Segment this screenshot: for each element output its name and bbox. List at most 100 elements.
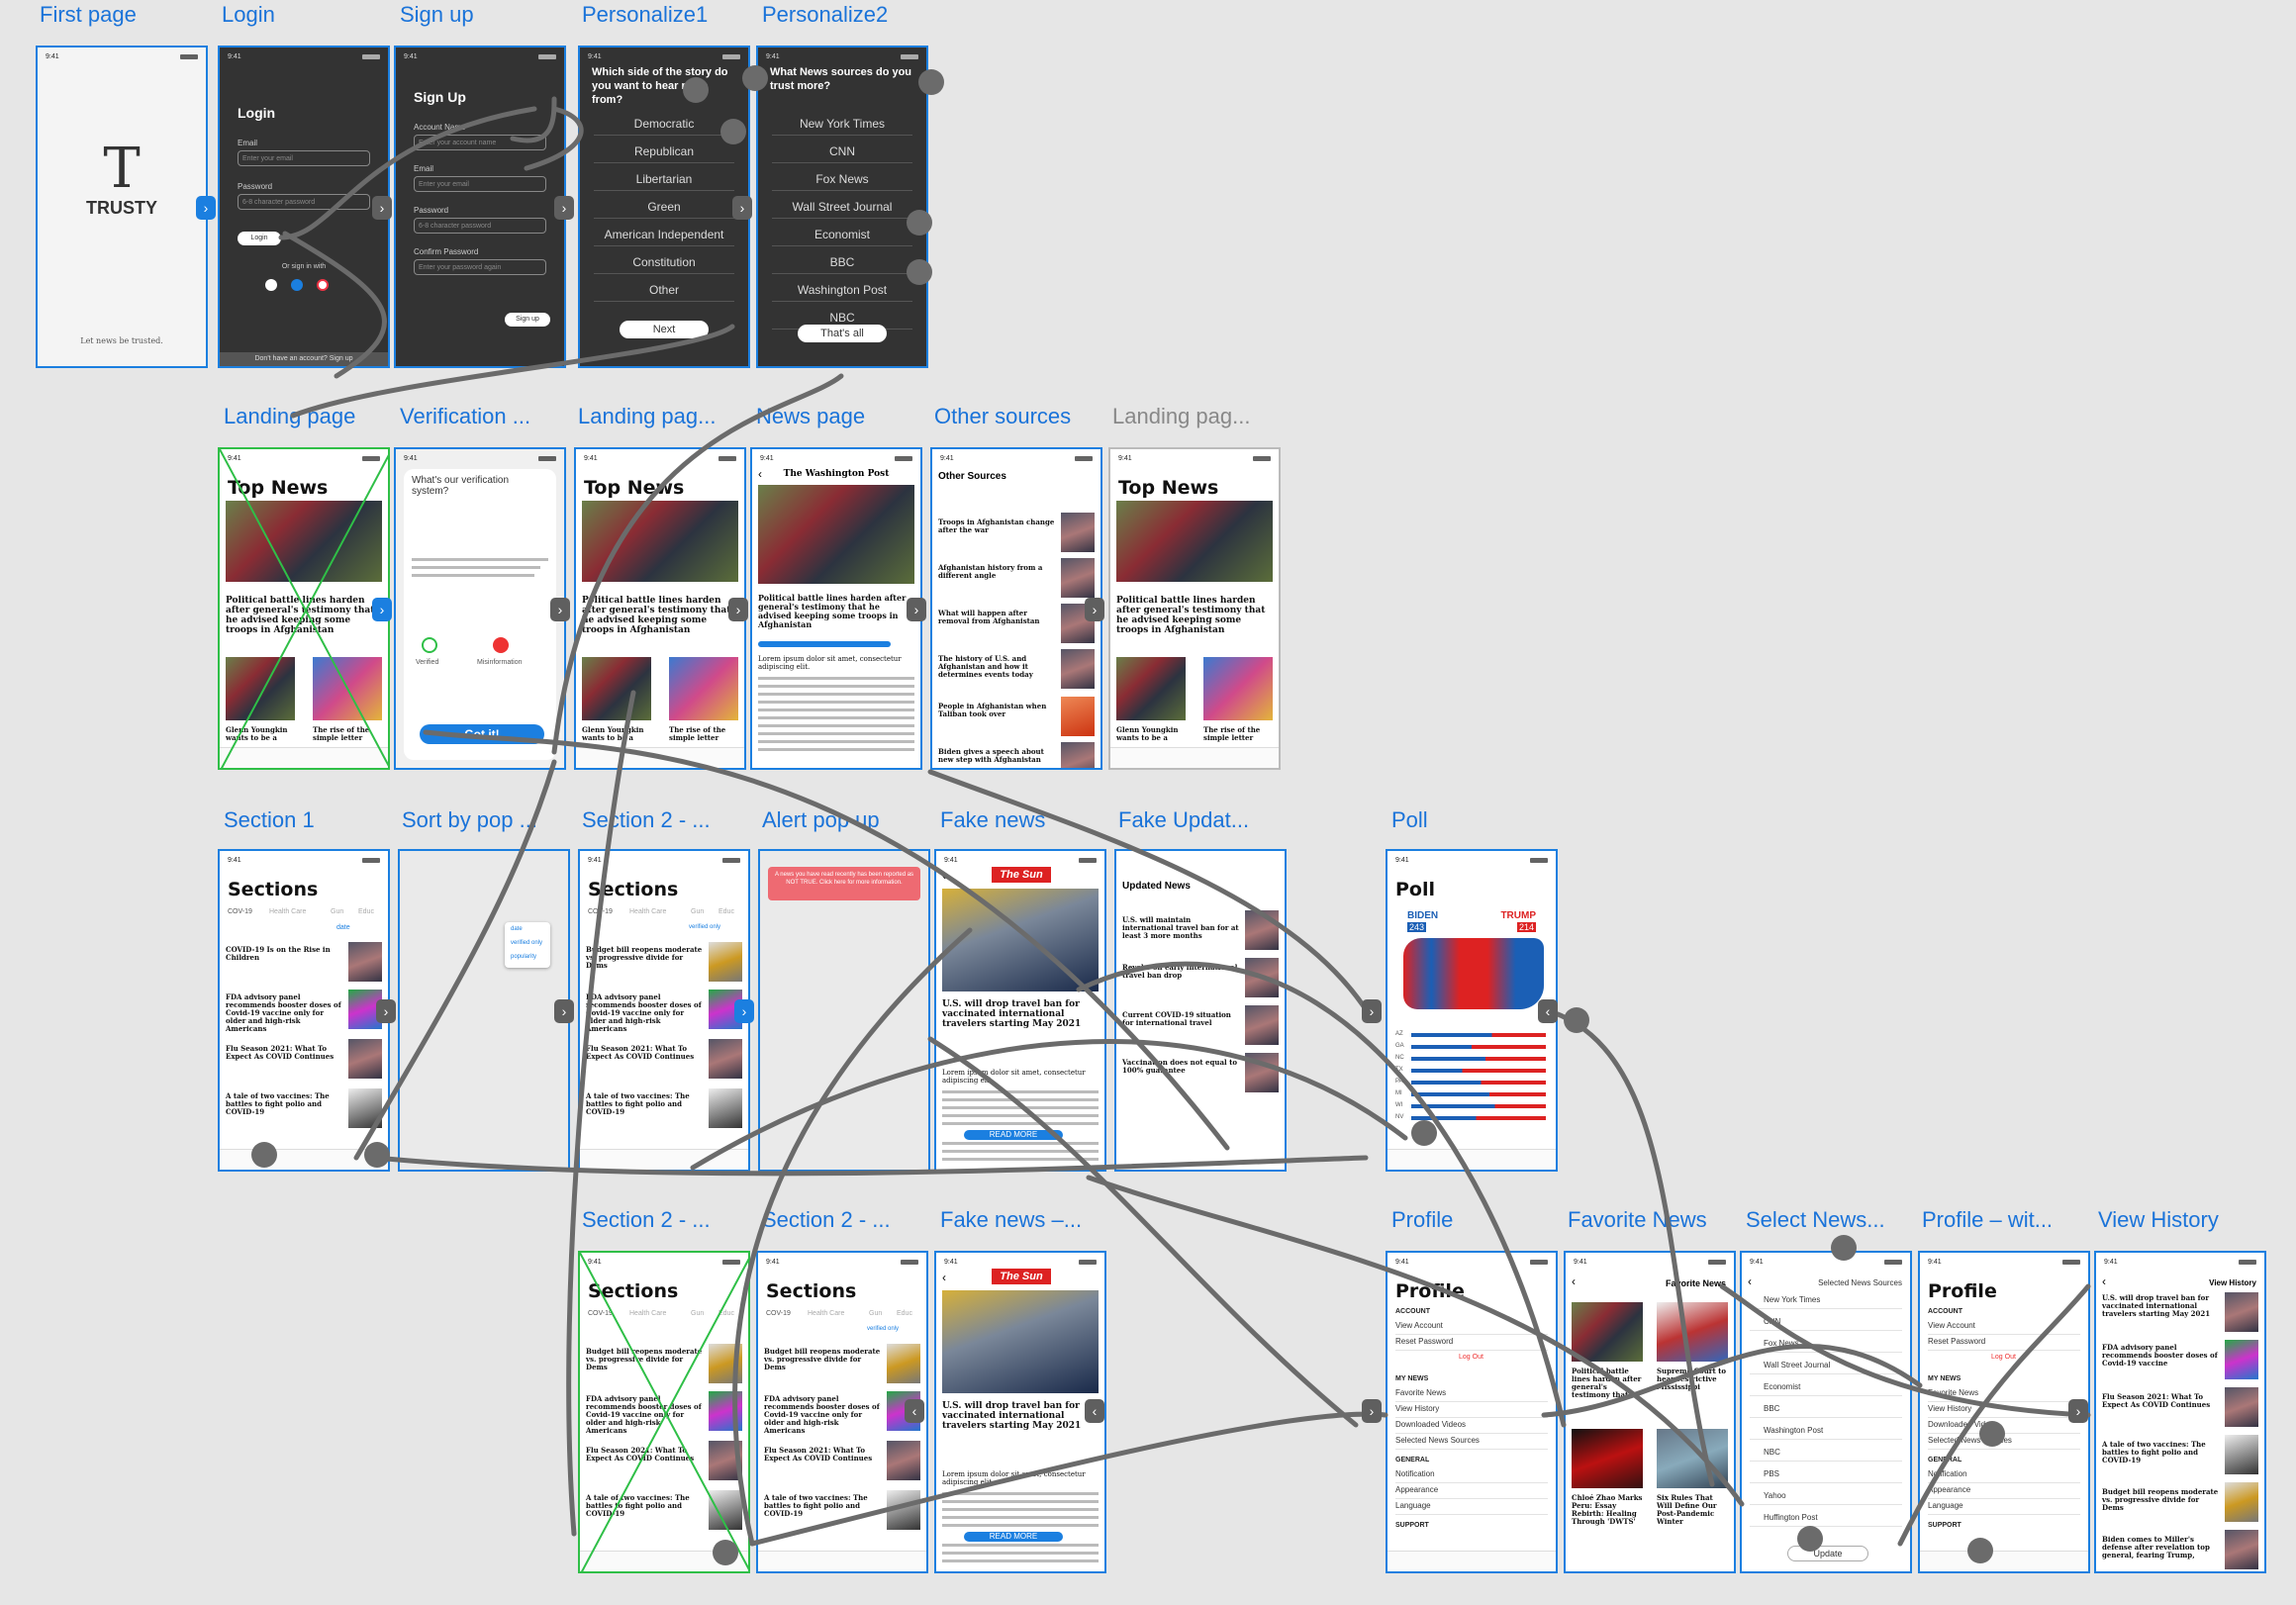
label-alert[interactable]: Alert pop up [762, 807, 880, 832]
tab-bar[interactable] [580, 1551, 748, 1571]
us-map[interactable] [1403, 938, 1544, 1009]
back-icon[interactable]: ‹ [942, 1271, 946, 1284]
back-icon[interactable]: ‹ [2102, 1275, 2106, 1288]
label-selsrc[interactable]: Select News... [1746, 1207, 1885, 1232]
list-item[interactable]: U.S. will maintain international travel … [1122, 915, 1239, 940]
history-item[interactable]: Biden comes to Miller's defense after re… [2102, 1535, 2210, 1559]
profile-row[interactable]: Appearance [1928, 1482, 2080, 1499]
frame-signup[interactable]: 9:41 Sign Up Account Name Enter your acc… [394, 46, 566, 368]
email-field[interactable]: Enter your email [414, 176, 546, 192]
connector-handle[interactable] [1967, 1538, 1993, 1563]
fav-image[interactable] [1657, 1429, 1728, 1488]
tab-bar[interactable] [220, 1149, 388, 1170]
profile-row[interactable]: Reset Password [1395, 1334, 1548, 1351]
source-row[interactable]: Yahoo [1750, 1488, 1902, 1505]
sort-option[interactable]: popularity [511, 954, 537, 960]
frame-fake-news[interactable]: 9:41 ‹ The Sun U.S. will drop travel ban… [934, 849, 1106, 1172]
source-row[interactable]: Fox News [1750, 1336, 1902, 1353]
hero-image[interactable] [758, 485, 914, 584]
source-row[interactable]: CNN [1750, 1314, 1902, 1331]
option-item[interactable]: Washington Post [772, 279, 912, 302]
list-item[interactable]: Flu Season 2021: What To Expect As COVID… [226, 1044, 335, 1061]
frame-login[interactable]: 9:41 Login Email Enter your email Passwo… [218, 46, 390, 368]
frame-poll[interactable]: 9:41 Poll BIDEN TRUMP 243 214 AZ GA NC T… [1386, 849, 1558, 1172]
profile-row[interactable]: View History [1928, 1401, 2080, 1418]
profile-row[interactable]: Language [1395, 1498, 1548, 1515]
fav-headline[interactable]: Supreme Court to hear restrictive Missis… [1657, 1367, 1727, 1391]
label-landing3[interactable]: Landing pag... [1112, 404, 1251, 428]
label-login[interactable]: Login [222, 2, 275, 27]
frame-fake-news-2[interactable]: 9:41 ‹ The Sun U.S. will drop travel ban… [934, 1251, 1106, 1573]
sort-dropdown[interactable]: date [336, 924, 350, 931]
frame-personalize1[interactable]: 9:41 Which side of the story do you want… [578, 46, 750, 368]
connector-handle[interactable] [907, 210, 932, 236]
fav-headline[interactable]: Political battle lines harden after gene… [1572, 1367, 1642, 1399]
profile-row[interactable]: Appearance [1395, 1482, 1548, 1499]
option-item[interactable]: Economist [772, 224, 912, 246]
frame-section1[interactable]: 9:41 Sections COV-19 Health Care Gun Edu… [218, 849, 390, 1172]
tab-educ[interactable]: Educ [358, 908, 374, 915]
tab-health[interactable]: Health Care [269, 908, 307, 915]
email-field[interactable]: Enter your email [238, 150, 370, 166]
list-item[interactable]: Budget bill reopens moderate vs. progres… [586, 945, 703, 970]
frame-favorite-news[interactable]: 9:41 ‹ Favorite News Political battle li… [1564, 1251, 1736, 1573]
profile-row[interactable]: Language [1928, 1498, 2080, 1515]
flow-arrow[interactable]: › [554, 196, 574, 220]
flow-arrow[interactable]: › [1085, 598, 1104, 621]
frame-landing3[interactable]: 9:41 Top News Political battle lines har… [1108, 447, 1281, 770]
tab-bar[interactable] [580, 1149, 748, 1170]
sub-headline[interactable]: The rise of the simple letter [1203, 725, 1261, 742]
state-poll-bar[interactable] [1411, 1069, 1546, 1073]
label-sortpop[interactable]: Sort by pop ... [402, 807, 537, 832]
source-row[interactable]: NBC [1750, 1445, 1902, 1462]
signup-button[interactable]: Sign up [505, 313, 550, 327]
option-item[interactable]: Green [594, 196, 734, 219]
option-item[interactable]: Other [594, 279, 734, 302]
flow-arrow[interactable]: › [196, 196, 216, 220]
list-item[interactable]: A tale of two vaccines: The battles to f… [226, 1091, 330, 1116]
option-item[interactable]: BBC [772, 251, 912, 274]
signup-footer-link[interactable]: Don't have an account? Sign up [220, 352, 388, 366]
tab-gun[interactable]: Gun [331, 908, 344, 915]
password-field[interactable]: 6-8 character password [238, 194, 370, 210]
verification-badge[interactable] [758, 641, 891, 647]
tab-gun[interactable]: Gun [869, 1310, 883, 1317]
flow-arrow[interactable]: › [734, 999, 754, 1023]
hero-image[interactable] [582, 501, 738, 582]
option-item[interactable]: American Independent [594, 224, 734, 246]
fav-headline[interactable]: Chloé Zhao Marks Peru: Essay Rebirth: He… [1572, 1493, 1643, 1526]
flow-arrow[interactable]: › [2068, 1399, 2088, 1423]
tab-covid[interactable]: COV-19 [766, 1310, 791, 1317]
list-item[interactable]: Afghanistan history from a different ang… [938, 563, 1043, 580]
headline[interactable]: Political battle lines harden after gene… [1116, 596, 1266, 635]
profile-row[interactable]: View Account [1395, 1318, 1548, 1335]
fav-headline[interactable]: Six Rules That Will Define Our Post-Pand… [1657, 1493, 1717, 1526]
logout-link[interactable]: Log Out [1991, 1354, 2016, 1361]
history-item[interactable]: Flu Season 2021: What To Expect As COVID… [2102, 1392, 2211, 1409]
connector-handle[interactable] [907, 259, 932, 285]
frame-profile[interactable]: 9:41 Profile ACCOUNT View Account Reset … [1386, 1251, 1558, 1573]
frame-personalize2[interactable]: 9:41 What News sources do you trust more… [756, 46, 928, 368]
tab-bar[interactable] [1920, 1551, 2088, 1571]
flow-arrow[interactable]: › [376, 999, 396, 1023]
source-row[interactable]: PBS [1750, 1466, 1902, 1483]
source-row[interactable]: Washington Post [1750, 1423, 1902, 1440]
label-section2b[interactable]: Section 2 - ... [582, 1207, 711, 1232]
label-first-page[interactable]: First page [40, 2, 137, 27]
label-section2c[interactable]: Section 2 - ... [762, 1207, 891, 1232]
back-icon[interactable]: ‹ [942, 869, 946, 883]
history-item[interactable]: Budget bill reopens moderate vs. progres… [2102, 1487, 2219, 1512]
tab-bar[interactable] [1110, 747, 1279, 768]
label-signup[interactable]: Sign up [400, 2, 474, 27]
list-item[interactable]: Flu Season 2021: What To Expect As COVID… [586, 1044, 695, 1061]
label-fakeupd[interactable]: Fake Updat... [1118, 807, 1250, 832]
source-row[interactable]: BBC [1750, 1401, 1902, 1418]
frame-fake-update[interactable]: Updated News U.S. will maintain internat… [1114, 849, 1287, 1172]
login-button[interactable]: Login [238, 232, 281, 245]
connector-handle[interactable] [1564, 1007, 1589, 1033]
tab-health[interactable]: Health Care [629, 908, 667, 915]
profile-row[interactable]: Favorite News [1928, 1385, 2080, 1402]
headline[interactable]: Political battle lines harden after gene… [226, 596, 375, 635]
frame-newspage[interactable]: 9:41 ‹ The Washington Post Political bat… [750, 447, 922, 770]
next-button[interactable]: Next [620, 321, 709, 338]
